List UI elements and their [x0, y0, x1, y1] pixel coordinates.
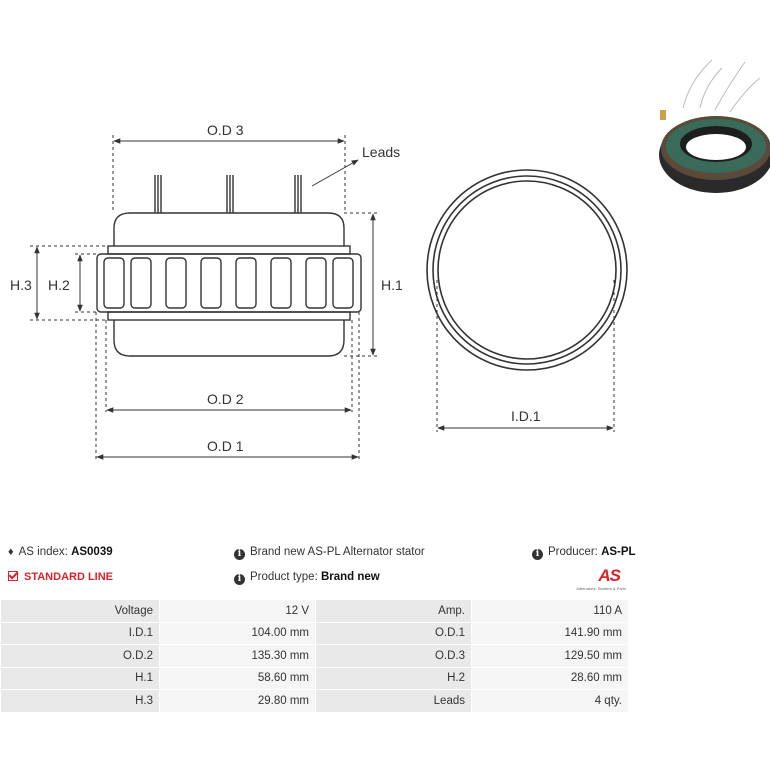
- od3-label: O.D 3: [207, 122, 244, 138]
- as-index-label: AS index:: [18, 546, 68, 558]
- spec-value: 135.30 mm: [159, 644, 316, 668]
- spec-label: H.3: [0, 689, 160, 713]
- spec-value: 141.90 mm: [471, 621, 629, 645]
- od1-label: O.D 1: [207, 438, 244, 454]
- h2-label: H.2: [48, 277, 70, 293]
- spec-label: Voltage: [0, 599, 160, 623]
- table-row: Voltage 12 V Amp. 110 A: [0, 599, 629, 623]
- stator-dimension-drawing: O.D 3 Leads H.3 H.2 H.1 O.D 2 O.D 1 I.D.…: [10, 59, 770, 460]
- h1-label: H.1: [381, 277, 403, 293]
- spec-value: 4 qty.: [471, 689, 629, 713]
- specifications-table: Voltage 12 V Amp. 110 A I.D.1 104.00 mm …: [0, 599, 629, 713]
- spec-label: Amp.: [315, 599, 472, 623]
- spec-value: 104.00 mm: [159, 621, 316, 645]
- spec-label: Leads: [315, 689, 472, 713]
- as-index-value: AS0039: [71, 546, 113, 558]
- spec-label: O.D.3: [315, 644, 472, 668]
- as-pl-logo: AS Alternators, Starters & Parts: [566, 566, 626, 594]
- as-index-row: ♦ AS index: AS0039: [8, 546, 113, 558]
- spec-label: O.D.1: [315, 621, 472, 645]
- info-icon: i: [234, 549, 245, 560]
- spec-value: 29.80 mm: [159, 689, 316, 713]
- stator-side-view: [96, 175, 362, 357]
- product-type-label: Product type:: [250, 571, 318, 583]
- stator-front-view: [426, 169, 628, 371]
- spec-value: 58.60 mm: [159, 666, 316, 690]
- id1-label: I.D.1: [511, 408, 541, 424]
- info-icon: i: [234, 574, 245, 585]
- description-text: Brand new AS-PL Alternator stator: [250, 546, 425, 558]
- logo-mark: AS: [598, 566, 621, 585]
- spec-value: 12 V: [159, 599, 316, 623]
- table-row: H.3 29.80 mm Leads 4 qty.: [0, 689, 629, 713]
- standard-line-label: STANDARD LINE: [24, 571, 114, 583]
- spec-label: I.D.1: [0, 621, 160, 645]
- producer-row: i Producer: AS-PL: [532, 546, 636, 560]
- table-row: I.D.1 104.00 mm O.D.1 141.90 mm: [0, 621, 629, 645]
- checkbox-icon: [8, 571, 18, 581]
- spec-label: O.D.2: [0, 644, 160, 668]
- stator-product-photo: [659, 59, 770, 193]
- logo-tagline: Alternators, Starters & Parts: [576, 586, 626, 591]
- producer-label: Producer:: [548, 546, 598, 558]
- description-row: i Brand new AS-PL Alternator stator: [234, 546, 425, 560]
- product-type-value: Brand new: [320, 571, 380, 583]
- leads-pointer: [311, 159, 359, 187]
- info-icon: i: [532, 549, 543, 560]
- spec-value: 110 A: [471, 599, 629, 623]
- table-row: H.1 58.60 mm H.2 28.60 mm: [0, 666, 629, 690]
- spec-value: 28.60 mm: [471, 666, 629, 690]
- od2-label: O.D 2: [207, 391, 244, 407]
- lead-wires: [154, 175, 302, 213]
- spec-value: 129.50 mm: [471, 644, 629, 668]
- producer-value: AS-PL: [601, 546, 636, 558]
- standard-line-badge: STANDARD LINE: [8, 571, 113, 583]
- table-row: O.D.2 135.30 mm O.D.3 129.50 mm: [0, 644, 629, 668]
- spec-label: H.1: [0, 666, 160, 690]
- core-slots: [103, 257, 354, 309]
- tag-icon: ♦: [8, 546, 14, 558]
- spec-label: H.2: [315, 666, 472, 690]
- product-type-row: i Product type: Brand new: [234, 571, 380, 585]
- h3-label: H.3: [10, 277, 32, 293]
- leads-label: Leads: [362, 144, 400, 160]
